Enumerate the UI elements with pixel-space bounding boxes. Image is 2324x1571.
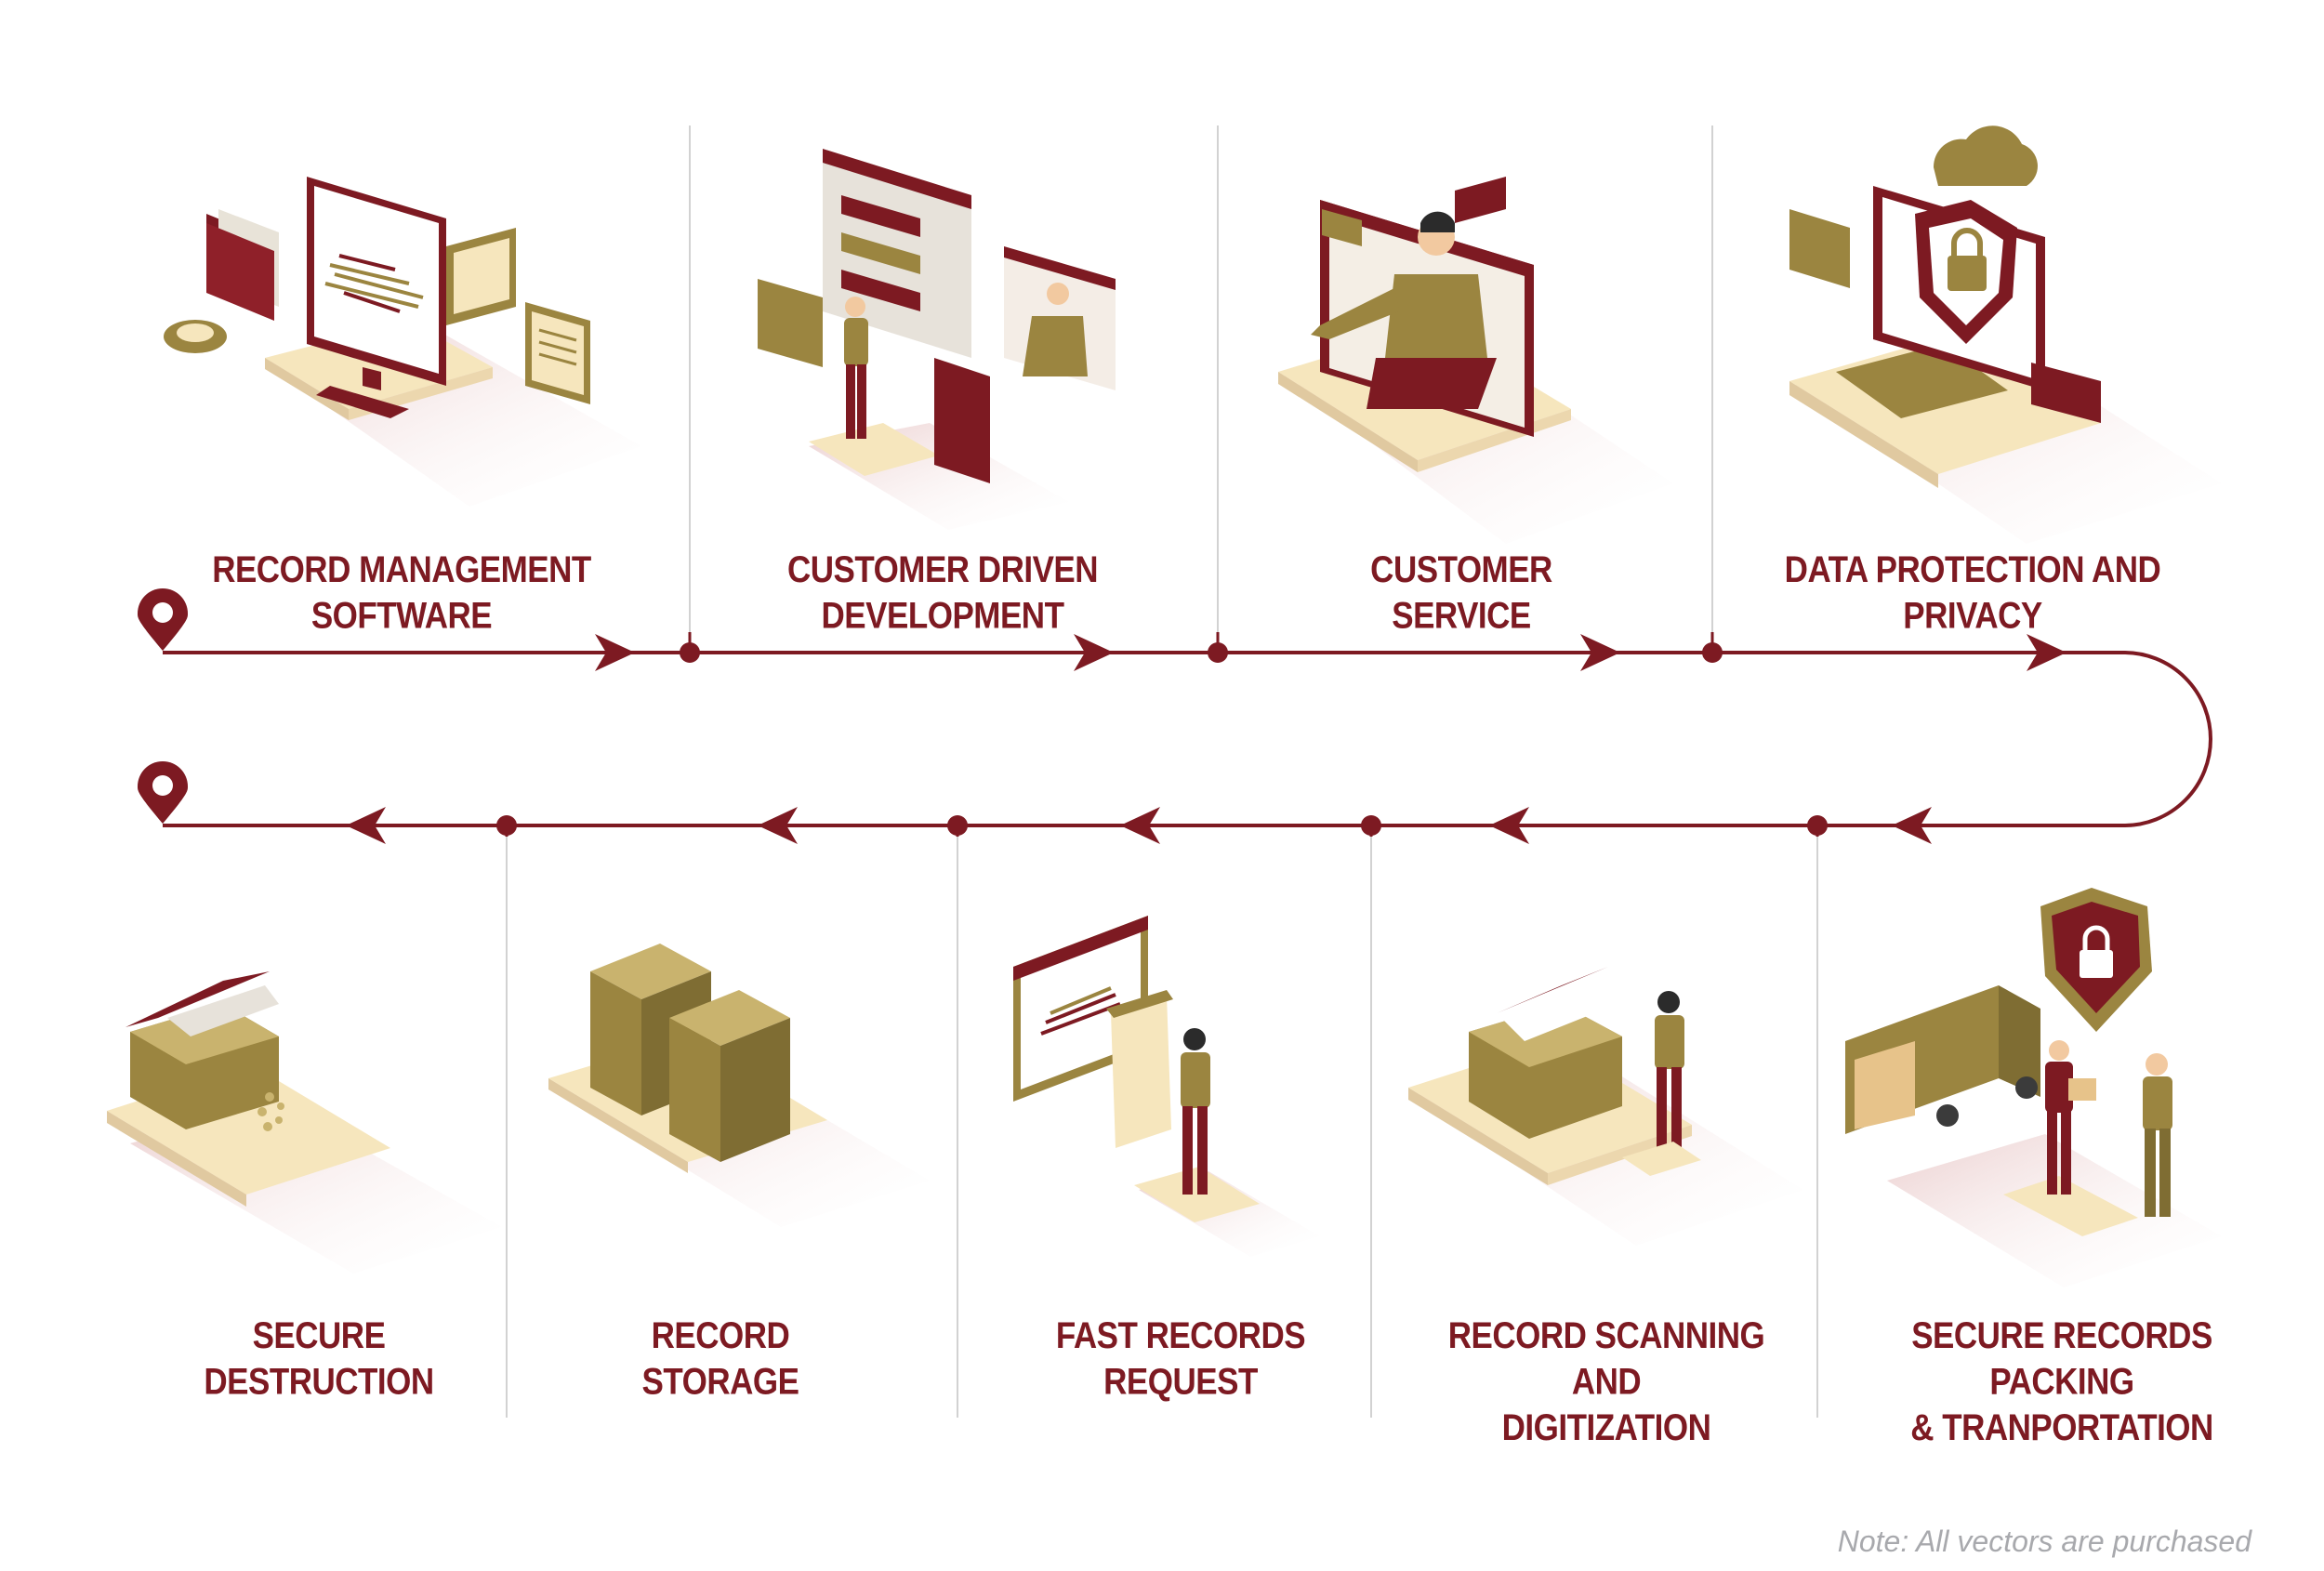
operator-figure [1655, 991, 1684, 1151]
arrow-right-icon [1074, 634, 1114, 671]
agent-figure [1311, 211, 1497, 409]
step-label-secure-records-packing: SECURE RECORDS PACKING& TRANPORTATION [1910, 1314, 2213, 1449]
courier-figure [2045, 1040, 2096, 1195]
requester-figure [1181, 1028, 1210, 1195]
arrow-left-icon [346, 807, 386, 844]
start-pin-icon [138, 588, 188, 651]
arrow-right-icon [595, 634, 635, 671]
timeline-dot [1807, 815, 1828, 836]
fast-records-request-illustration [1013, 916, 1320, 1257]
scanning-digitization-illustration [1408, 967, 1803, 1246]
receiver-figure [2143, 1053, 2172, 1217]
column-dividers [506, 125, 1818, 1418]
secure-destruction-illustration [107, 971, 502, 1274]
packing-transportation-illustration [1845, 888, 2222, 1287]
timeline-dot [1361, 815, 1381, 836]
timeline-connectors [505, 632, 1819, 837]
arrow-left-icon [758, 807, 798, 844]
customer-driven-development-illustration [758, 149, 1116, 530]
record-storage-illustration [548, 944, 930, 1227]
arrow-left-icon [1120, 807, 1160, 844]
arrow-left-icon [1489, 807, 1529, 844]
timeline-path [163, 651, 2212, 827]
customer-service-illustration [1278, 177, 1673, 544]
arrow-left-icon [1892, 807, 1932, 844]
developer-figure [844, 297, 868, 439]
timeline [163, 651, 2212, 827]
support-agent-figure [1023, 283, 1088, 376]
end-pin-icon [138, 761, 188, 824]
timeline-dot [1702, 642, 1723, 663]
timeline-dot [1208, 642, 1228, 663]
timeline-dot [680, 642, 700, 663]
timeline-dots [496, 642, 1828, 836]
storage-cabinet-right [669, 990, 790, 1162]
data-protection-illustration [1789, 125, 2222, 544]
arrow-right-icon [2027, 634, 2067, 671]
record-management-software-illustration [164, 177, 641, 507]
timeline-arrows [346, 634, 2067, 844]
arrow-right-icon [1580, 634, 1620, 671]
timeline-dot [947, 815, 968, 836]
footer-note: Note: All vectors are purchased [1837, 1525, 2251, 1558]
timeline-dot [496, 815, 517, 836]
